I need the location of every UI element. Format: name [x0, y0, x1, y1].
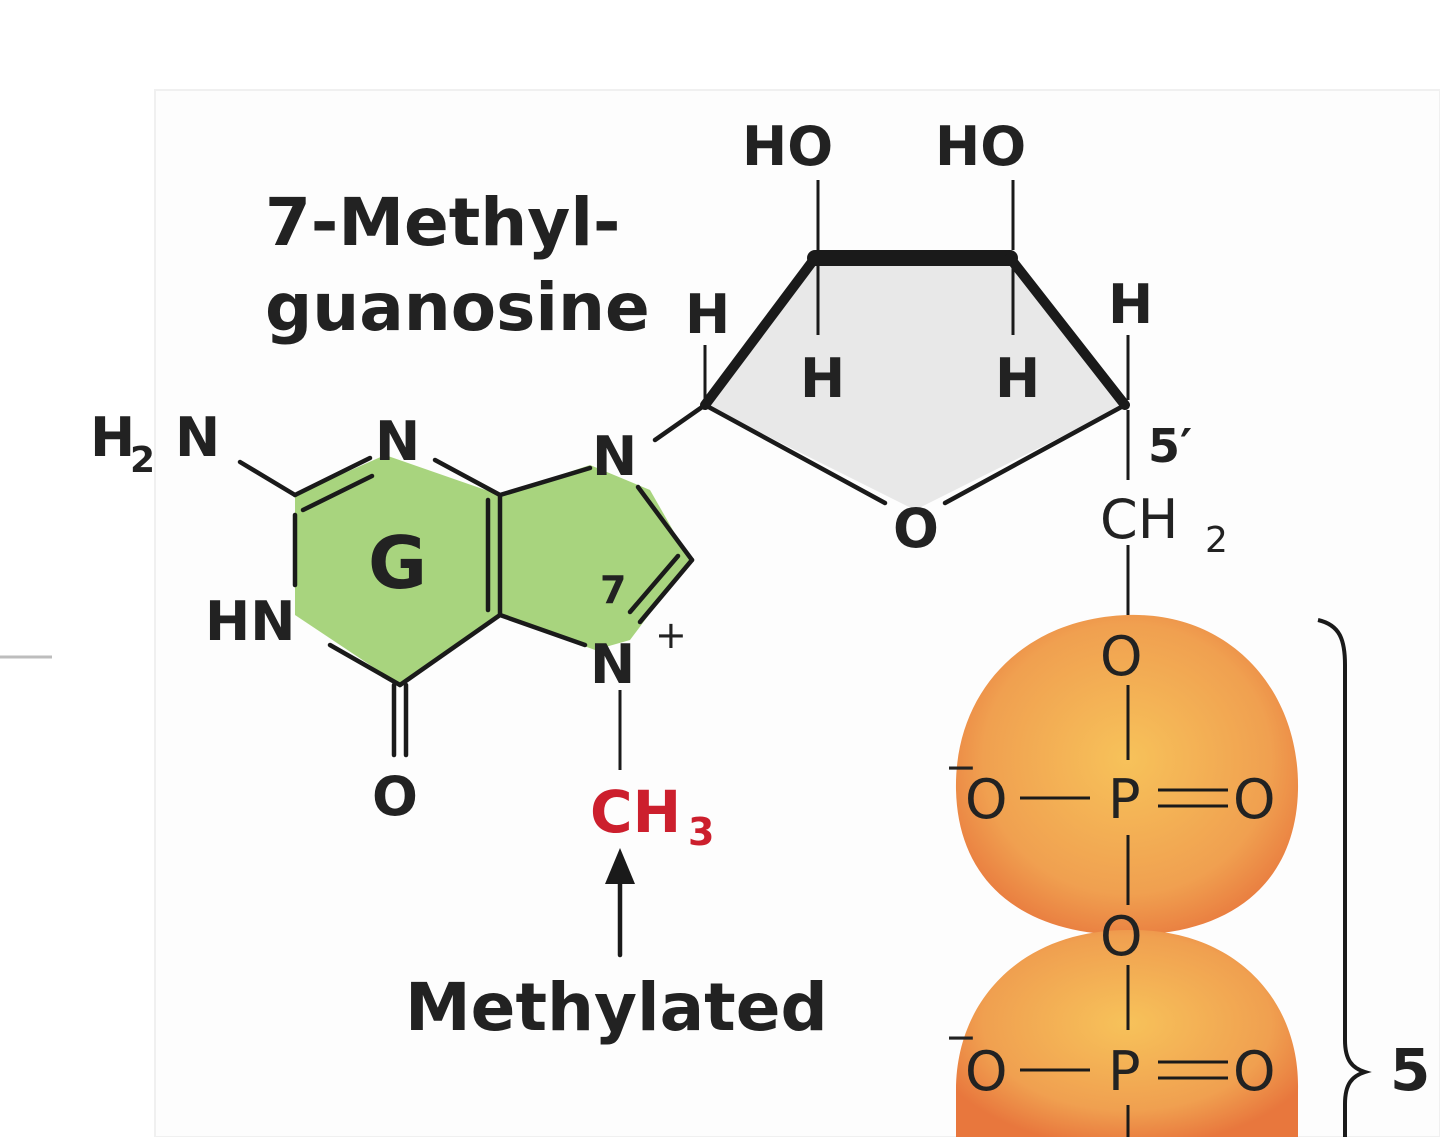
phosphate-sphere-1	[955, 614, 1299, 935]
ribose-ring	[705, 255, 1125, 510]
guanine-six-ring	[295, 455, 500, 685]
n1h-label: HN	[205, 590, 295, 653]
phosphate-1-double-o: O	[1233, 768, 1276, 831]
phosphate-sphere-2	[956, 929, 1299, 1137]
phosphate-2-double-o: O	[1233, 1040, 1276, 1103]
phosphate-2-bridge-o: O	[1100, 905, 1143, 968]
methyl-subscript: 3	[688, 810, 714, 854]
amino-subscript: 2	[130, 440, 155, 481]
carbonyl-o-label: O	[372, 765, 418, 828]
phosphate-1-neg-o: O	[965, 768, 1008, 831]
phosphate-2-charge: −	[945, 1015, 977, 1059]
position-7-label: 7	[600, 568, 626, 612]
title-line-2: guanosine	[265, 269, 650, 346]
ribose-h-c2: H	[800, 347, 845, 410]
phosphate-1-bridge-o: O	[1100, 625, 1143, 688]
triphosphate-bracket	[1317, 618, 1372, 1137]
five-prime-label: 5′	[1148, 419, 1192, 473]
n3-label: N	[375, 410, 420, 473]
amino-n-label: N	[175, 406, 220, 469]
bracket-label: 5	[1390, 1036, 1430, 1104]
ribose-h-c4: H	[1108, 273, 1153, 336]
title-line-1: 7-Methyl-	[265, 184, 620, 261]
phosphate-2-p: P	[1108, 1040, 1141, 1103]
n7-charge: +	[655, 613, 687, 657]
ribose-ho-left: HO	[742, 115, 833, 178]
n9-label: N	[592, 425, 637, 488]
ribose-ho-right: HO	[935, 115, 1026, 178]
phosphate-2-neg-o: O	[965, 1040, 1008, 1103]
methylated-label: Methylated	[405, 969, 828, 1046]
ribose-h-c3: H	[995, 347, 1040, 410]
n7-label: N	[590, 633, 635, 696]
phosphate-1-p: P	[1108, 768, 1141, 831]
ribose-ring-o: O	[893, 497, 939, 560]
ribose-h-c1: H	[685, 283, 730, 346]
amino-h-label: H	[90, 406, 135, 469]
phosphate-1-charge: −	[945, 745, 977, 789]
guanine-letter: G	[368, 521, 427, 605]
ch2-subscript: 2	[1205, 520, 1228, 561]
methyl-ch-label: CH	[590, 778, 681, 846]
guanine-five-ring	[500, 465, 690, 650]
methylated-arrow-head	[605, 848, 635, 884]
ch2-c-label: CH	[1100, 488, 1178, 551]
